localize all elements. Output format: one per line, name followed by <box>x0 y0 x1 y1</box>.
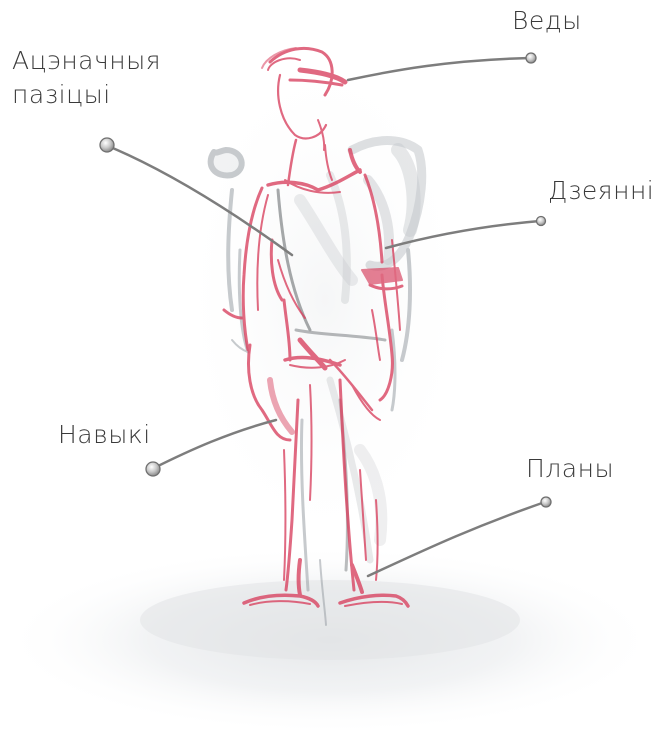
label-actions-text: Дзеянні <box>548 174 654 208</box>
knob-actions <box>537 217 546 226</box>
label-knowledge: Веды <box>512 4 582 38</box>
knob-skills <box>146 462 160 476</box>
figure-halo <box>175 40 475 560</box>
label-assessment-line1: Ацэначныя <box>12 44 161 78</box>
knob-assessment <box>100 138 114 152</box>
label-skills-text: Навыкі <box>58 418 151 452</box>
label-actions: Дзеянні <box>548 174 654 208</box>
knob-knowledge <box>526 53 536 63</box>
label-knowledge-text: Веды <box>512 4 582 38</box>
label-plans-text: Планы <box>526 452 614 486</box>
label-assessment-positions: Ацэначныя пазіцыі <box>12 44 161 112</box>
knob-plans <box>541 497 551 507</box>
label-plans: Планы <box>526 452 614 486</box>
label-assessment-line2: пазіцыі <box>12 78 161 112</box>
label-skills: Навыкі <box>58 418 151 452</box>
